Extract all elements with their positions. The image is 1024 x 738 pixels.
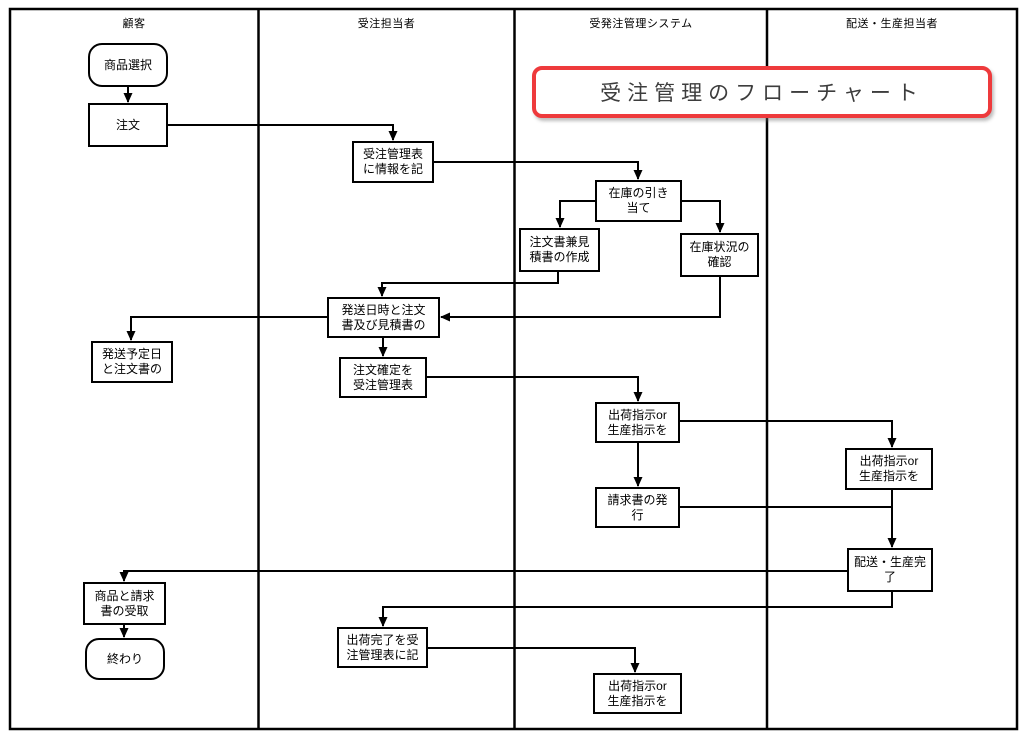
edge-record-order-info-inventory-allocation <box>434 161 643 180</box>
edge-ship-datetime-planned-ship-date <box>126 316 327 341</box>
node-invoice-issue: 請求書の発 行 <box>595 487 680 528</box>
diagram-title: 受注管理のフローチャート <box>532 66 992 118</box>
edge-delivery-complete-record-ship <box>378 592 893 627</box>
node-ship-or-production-instruction-2: 出荷指示or 生産指示を <box>845 448 933 490</box>
edge-order-record-order-info <box>168 124 398 141</box>
node-receive-goods-invoice: 商品と請求 書の受取 <box>83 582 166 625</box>
node-record-order-info: 受注管理表 に情報を記 <box>352 141 434 183</box>
lane-header-customer: 顧客 <box>122 18 146 30</box>
edge-delivery-complete-receive-goods <box>119 570 847 582</box>
node-inventory-allocation: 在庫の引き 当て <box>595 180 682 222</box>
node-order: 注文 <box>88 103 168 147</box>
node-ship-or-production-instruction-1: 出荷指示or 生産指示を <box>595 402 680 443</box>
node-create-order-quote: 注文書兼見 積書の作成 <box>519 228 600 272</box>
node-end: 終わり <box>85 638 165 680</box>
lane-header-order-system: 受発注管理システム <box>589 18 693 30</box>
node-check-inventory-status: 在庫状況の 確認 <box>680 233 759 277</box>
edge-check-inventory-status-ship-datetime <box>440 277 721 322</box>
node-delivery-production-complete: 配送・生産完 了 <box>847 548 933 592</box>
node-planned-ship-date: 発送予定日 と注文書の <box>91 341 173 383</box>
edge-create-order-quote-ship-datetime <box>377 272 559 297</box>
edge-ship-instruction-1-ship-instruction-2 <box>680 420 897 448</box>
edge-inventory-allocation-check-inventory-status <box>682 200 725 233</box>
edge-record-ship-ship-instruction-3 <box>428 647 640 673</box>
lane-header-delivery-staff: 配送・生産担当者 <box>846 18 938 30</box>
edge-order-confirm-ship-instruction-1 <box>427 376 643 402</box>
node-start: 商品選択 <box>88 43 168 87</box>
node-ship-or-production-instruction-3: 出荷指示or 生産指示を <box>593 673 682 714</box>
node-order-confirm: 注文確定を 受注管理表 <box>339 357 427 398</box>
lane-header-order-staff: 受注担当者 <box>357 18 416 30</box>
edge-inventory-allocation-create-order-quote <box>555 200 595 228</box>
node-record-ship-complete: 出荷完了を受 注管理表に記 <box>337 627 428 668</box>
node-ship-datetime-order-quote: 発送日時と注文 書及び見積書の <box>327 297 440 338</box>
